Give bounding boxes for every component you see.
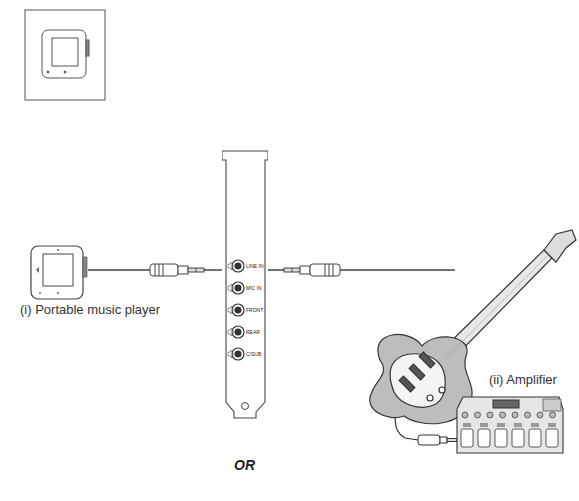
audio-plug [150, 264, 204, 276]
guitar-plug [418, 435, 457, 445]
sound-card: LINE IN MIC IN FRONT REAR C/SUB [222, 150, 268, 420]
jack-label: REAR [246, 330, 260, 335]
music-player: (i) Portable music player [30, 245, 88, 300]
amplifier: (ii) Amplifier [455, 395, 565, 455]
audio-plug [284, 264, 340, 276]
player-thumbnail [42, 30, 89, 78]
amplifier-unit [455, 395, 565, 455]
jack-label: FRONT [246, 308, 263, 313]
player-label: (i) Portable music player [20, 303, 160, 316]
amplifier-label: (ii) Amplifier [489, 373, 557, 386]
thumbnail-frame [25, 10, 105, 100]
jack-label: MIC IN [246, 286, 262, 291]
jack-label: C/SUB [246, 352, 261, 357]
jack-label: LINE IN [246, 264, 264, 269]
player-outline [30, 245, 88, 300]
or-label: OR [234, 458, 255, 472]
